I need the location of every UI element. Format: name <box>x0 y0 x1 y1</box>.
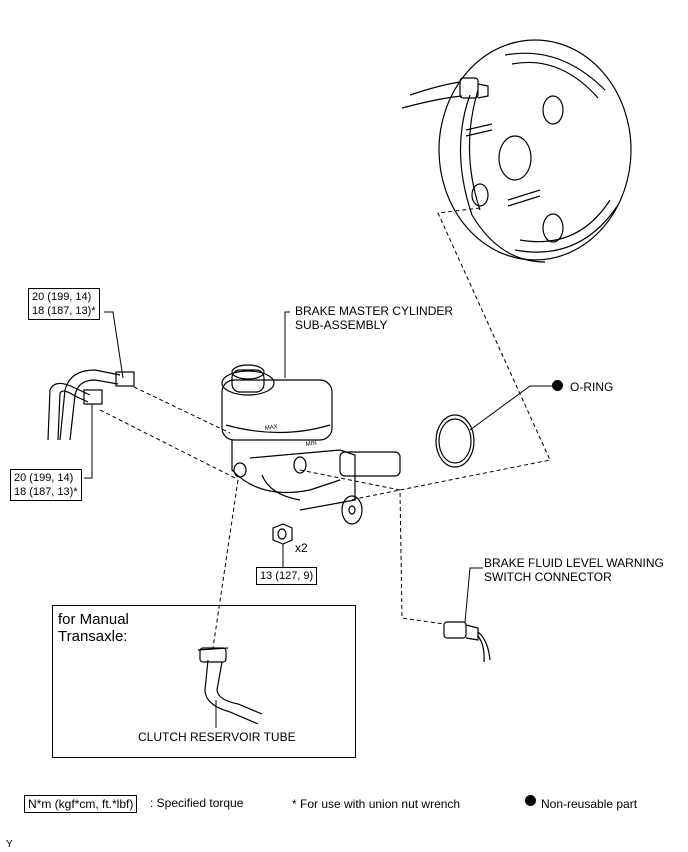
brake-line-upper <box>59 369 135 441</box>
dashed-line-oring <box>349 207 551 501</box>
reservoir-min-mark: MIN <box>305 441 317 448</box>
manual-transaxle-inset: for Manual Transaxle: <box>52 605 356 758</box>
torque-upper-union: 20 (199, 14) 18 (187, 13)* <box>28 288 100 320</box>
brake-line-lower <box>47 382 103 441</box>
label-clutch-tube: CLUTCH RESERVOIR TUBE <box>138 730 296 744</box>
reservoir-max-mark: MAX <box>264 424 278 432</box>
leader-lower-torque <box>84 404 93 479</box>
non-reusable-marker <box>552 380 563 391</box>
dashed-line-upper <box>133 386 231 434</box>
torque-nut: 13 (127, 9) <box>256 567 318 585</box>
o-ring <box>435 414 475 468</box>
leader-upper-torque <box>104 311 124 379</box>
legend-torque-unit: N*m (kgf*cm, ft.*lbf) <box>24 795 138 813</box>
leader-master-cylinder <box>284 311 290 378</box>
label-count: x2 <box>295 541 308 555</box>
leader-oring <box>469 385 555 431</box>
legend-wrench-note: * For use with union nut wrench <box>292 797 461 811</box>
legend-dot <box>525 795 536 806</box>
leader-connector <box>464 567 483 623</box>
master-cylinder <box>221 364 401 525</box>
label-warning-connector: BRAKE FLUID LEVEL WARNING SWITCH CONNECT… <box>484 556 664 584</box>
dashed-line-clutch <box>212 479 239 649</box>
corner-mark: Y <box>6 839 13 850</box>
torque-lower-union: 20 (199, 14) 18 (187, 13)* <box>10 469 82 501</box>
label-master-cylinder: BRAKE MASTER CYLINDER SUB-ASSEMBLY <box>295 304 454 332</box>
brake-booster <box>401 39 632 263</box>
nut <box>272 523 293 545</box>
legend-torque-desc: : Specified torque <box>150 796 244 810</box>
dashed-line-connector <box>299 469 445 625</box>
legend-non-reusable: Non-reusable part <box>541 797 638 811</box>
dashed-line-lower <box>99 409 236 479</box>
clutch-reservoir-tube <box>197 647 263 725</box>
inset-title: for Manual Transaxle: <box>58 611 129 645</box>
warning-switch-connector <box>443 621 491 663</box>
label-o-ring: O-RING <box>570 380 614 394</box>
